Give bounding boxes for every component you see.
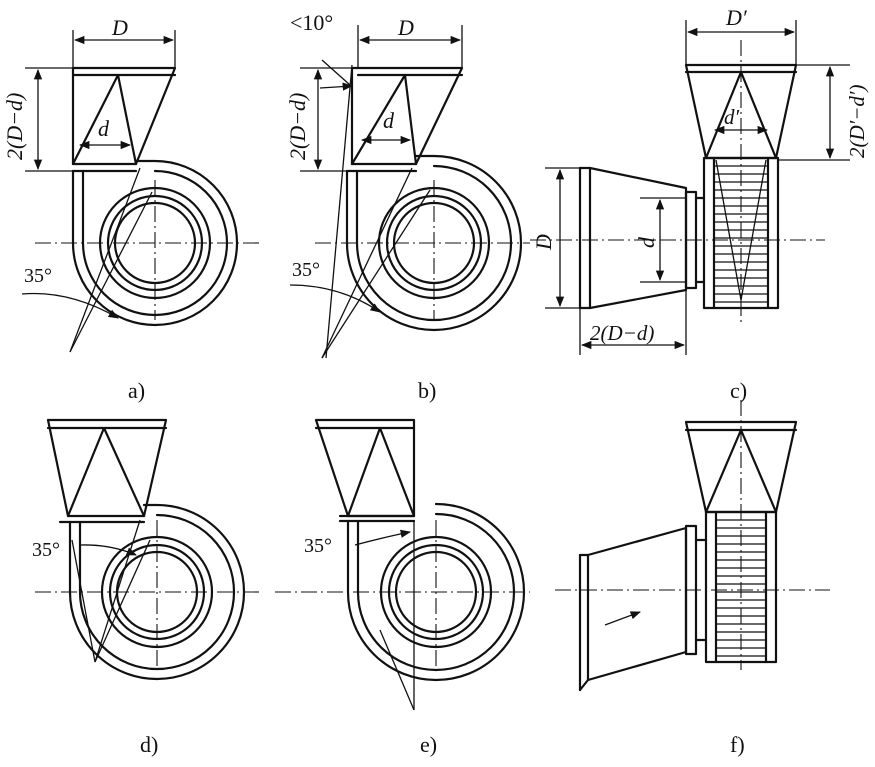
panel-a-caption: a) bbox=[128, 378, 145, 403]
panel-b-neck-label: d bbox=[383, 108, 395, 133]
panel-b-angle-label: 35° bbox=[292, 259, 320, 281]
panel-b-taper-label: <10° bbox=[290, 10, 333, 35]
panel-a-neck-label: d bbox=[98, 116, 110, 141]
panel-e bbox=[275, 418, 530, 711]
panel-c-caption: c) bbox=[730, 378, 747, 403]
panel-c-side-neck-label: d bbox=[634, 236, 659, 248]
panel-c-side-length-label: 2(D−d) bbox=[590, 321, 654, 345]
panel-d bbox=[35, 418, 262, 681]
panel-e-caption: e) bbox=[420, 732, 437, 757]
panel-a-height-label: 2(D−d) bbox=[2, 93, 27, 160]
panel-c-top-height-label: 2(D′−d′) bbox=[845, 84, 869, 158]
panel-c bbox=[530, 20, 850, 355]
panel-b-caption: b) bbox=[418, 378, 436, 403]
panel-a bbox=[21, 30, 262, 353]
panel-d-angle-label: 35° bbox=[32, 539, 60, 561]
panel-b-width-label: D bbox=[397, 15, 414, 40]
panel-c-side-width-label: D bbox=[531, 234, 556, 251]
panel-a-width-label: D bbox=[111, 15, 128, 40]
panel-e-angle-label: 35° bbox=[304, 535, 332, 557]
panel-b bbox=[289, 25, 530, 359]
panel-c-top-width-label: D′ bbox=[725, 5, 748, 30]
panel-c-top-neck-label: d′ bbox=[724, 105, 740, 129]
panel-f-caption: f) bbox=[730, 732, 745, 757]
panel-f bbox=[555, 400, 830, 692]
panel-b-height-label: 2(D−d) bbox=[285, 93, 310, 160]
panel-d-caption: d) bbox=[140, 732, 158, 757]
panel-a-angle-label: 35° bbox=[24, 265, 52, 287]
